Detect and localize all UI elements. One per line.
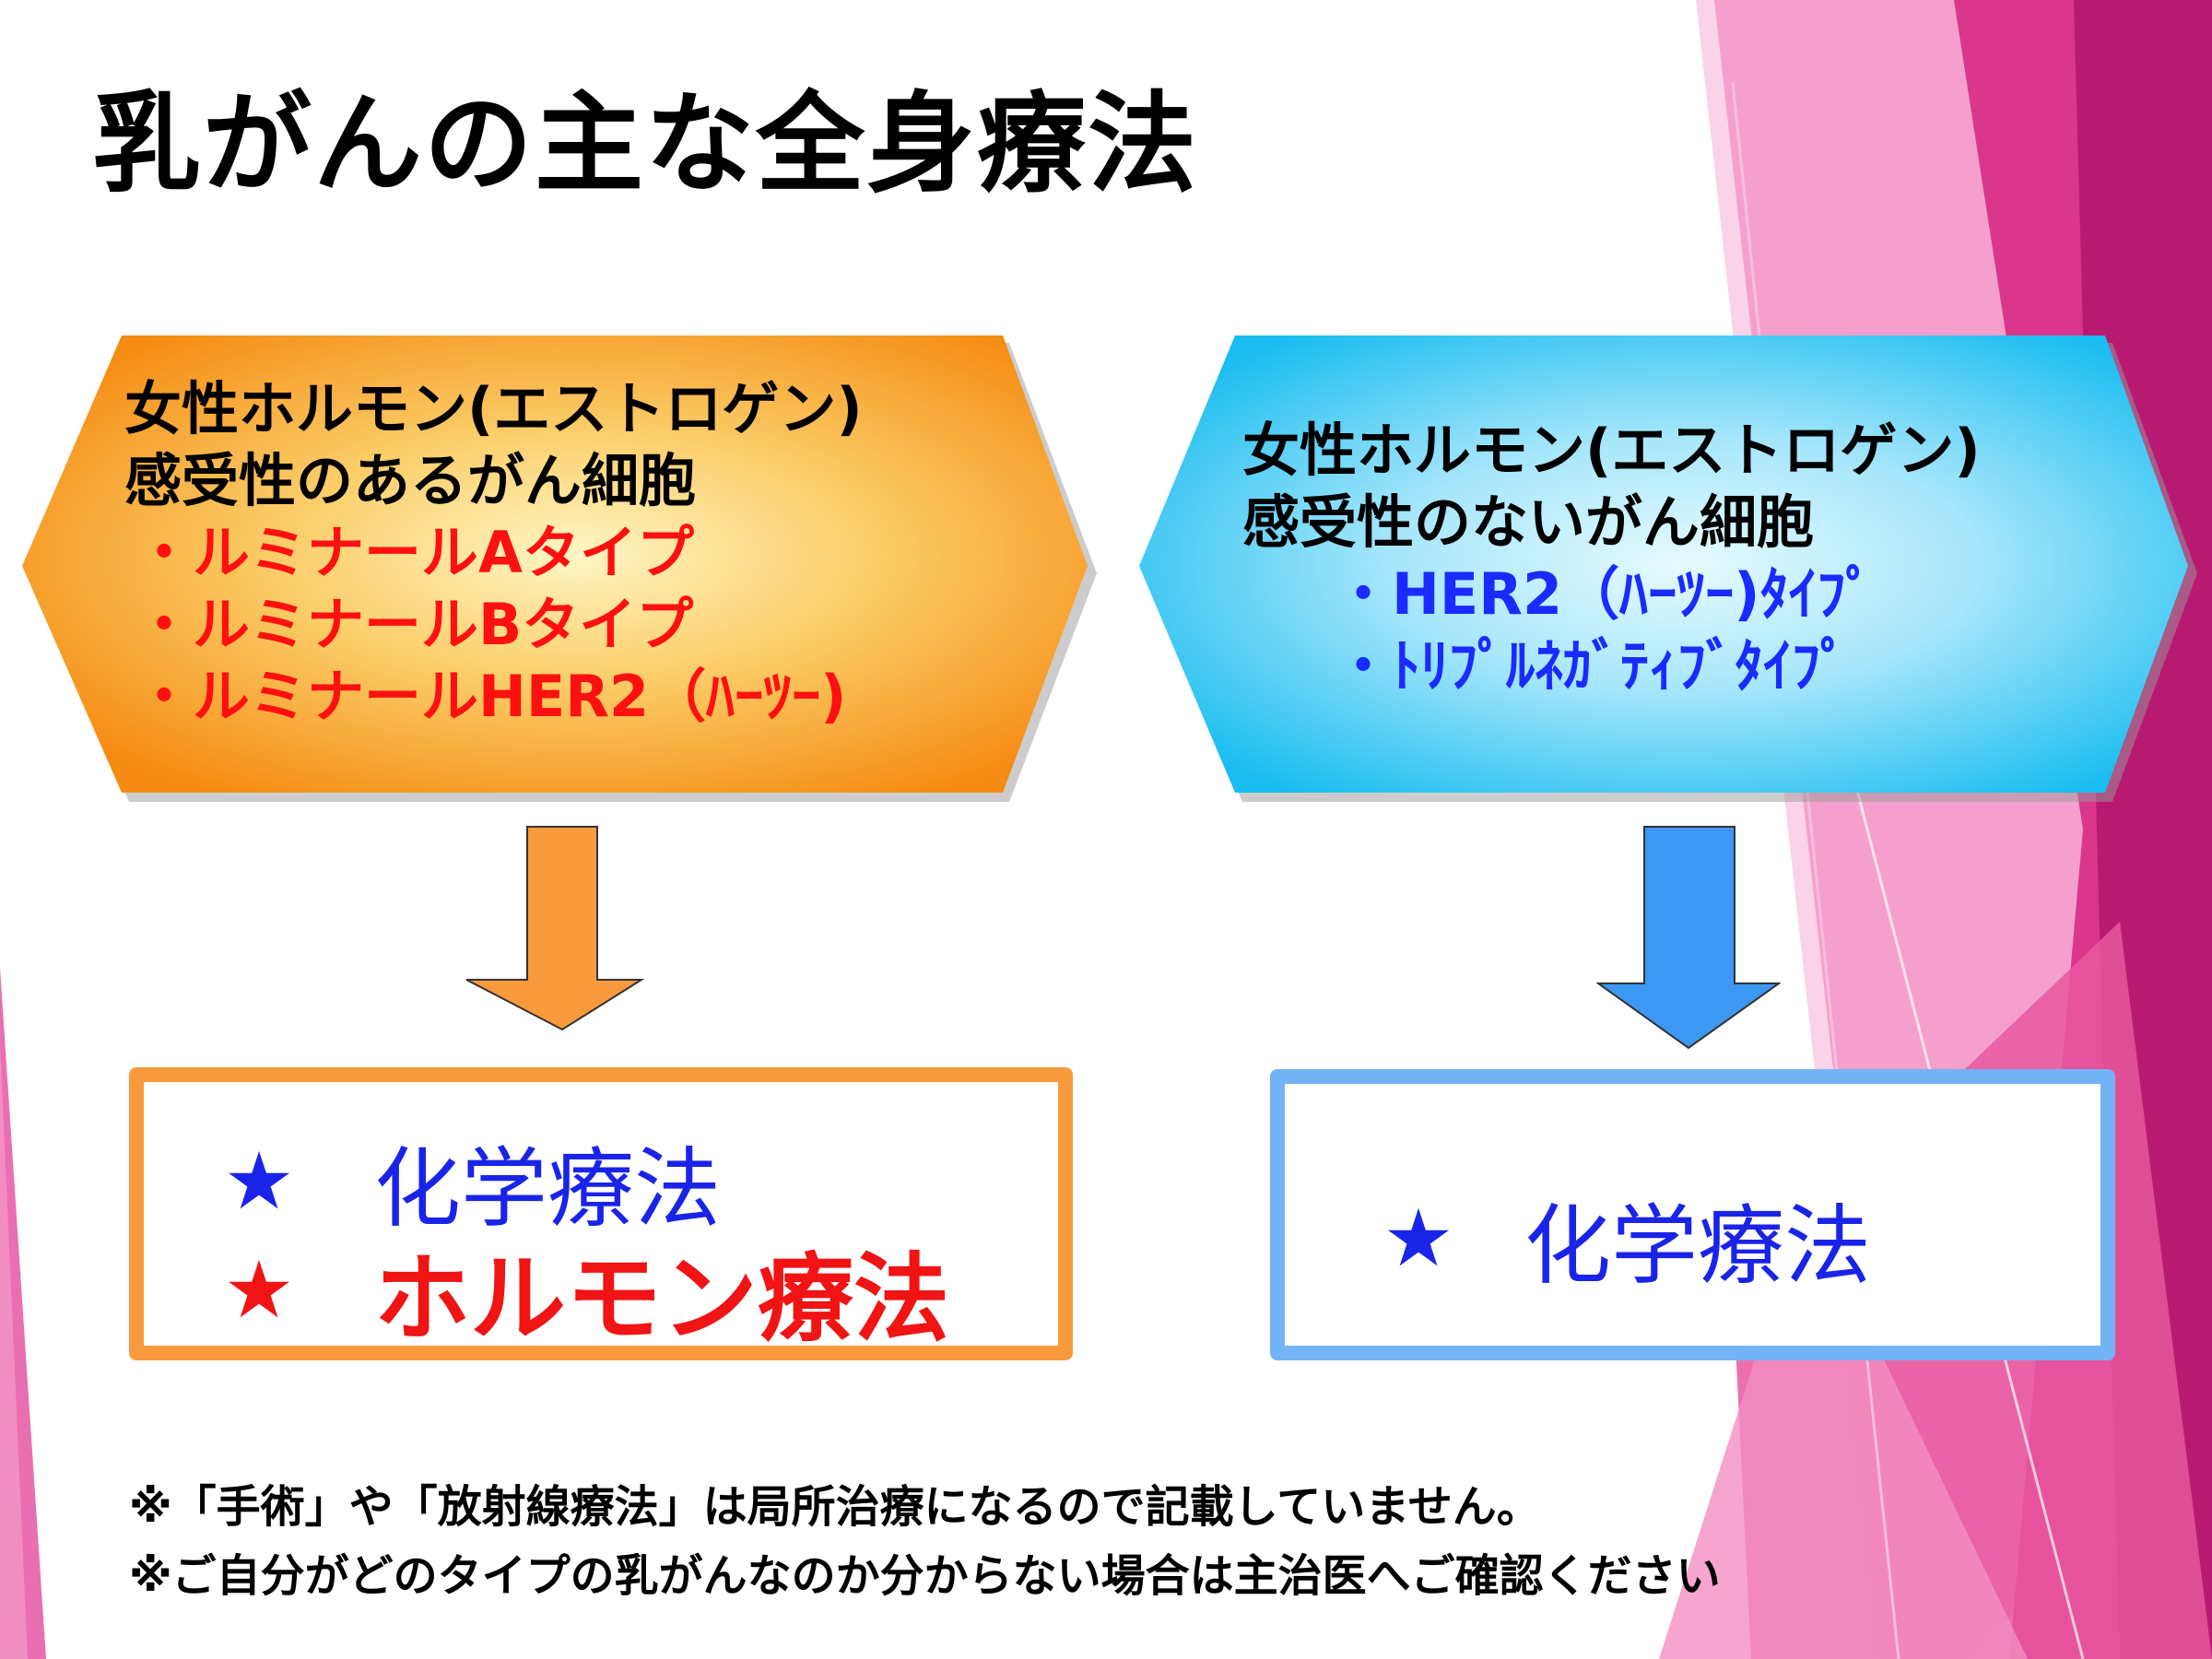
red-star-icon: ★ bbox=[223, 1243, 295, 1336]
estrogen-insensitive-panel bbox=[1135, 332, 2205, 811]
subtype-triple-negative: ・ﾄﾘﾌﾟﾙﾈｶﾞﾃｨﾌﾞﾀｲﾌﾟ bbox=[1335, 632, 1850, 700]
treatment-chemotherapy: 化学療法 bbox=[1524, 1196, 1872, 1297]
treatment-box-sensitive: ★ 化学療法 ★ ホルモン療法 bbox=[129, 1067, 1073, 1360]
panel-heading-line1: 女性ホルモン(エストロゲン) bbox=[1242, 417, 1981, 484]
treatment-row-chemotherapy: ★ 化学療法 bbox=[171, 1119, 721, 1244]
estrogen-sensitive-text: 女性ホルモン(エストロゲン) 感受性のあるがん細胞 ・ルミナールAタイプ ・ルミ… bbox=[124, 373, 863, 733]
subtype-her2: ・HER2（ﾊｰﾂｰ)ﾀｲﾌﾟ bbox=[1335, 560, 1875, 628]
treatment-chemotherapy: 化学療法 bbox=[374, 1139, 722, 1240]
treatment-hormone-therapy: ホルモン療法 bbox=[374, 1242, 950, 1355]
treatment-row-chemotherapy: ★ 化学療法 bbox=[1349, 1176, 1871, 1301]
blue-star-icon: ★ bbox=[1382, 1193, 1454, 1285]
note-local-treatment: ※「手術」や「放射線療法」は局所治療になるので記載していません。 bbox=[129, 1481, 1541, 1533]
estrogen-sensitive-panel bbox=[18, 332, 1106, 811]
panel-heading-line1: 女性ホルモン(エストロゲン) bbox=[124, 375, 863, 442]
subtype-luminal-a: ・ルミナールAタイプ bbox=[135, 519, 694, 586]
note-confirm-with-doctor: ※ご自分がどのタイプの乳がんなのか分からない場合は主治医へご確認ください bbox=[129, 1550, 1721, 1602]
blue-star-icon: ★ bbox=[223, 1135, 295, 1228]
down-arrow-blue bbox=[1596, 826, 1781, 1050]
panel-heading-line2: 感受性のないがん細胞 bbox=[1242, 488, 1815, 556]
treatment-row-hormone: ★ ホルモン療法 bbox=[171, 1220, 949, 1359]
down-arrow-orange bbox=[465, 826, 645, 1031]
subtype-luminal-b: ・ルミナールBタイプ bbox=[135, 591, 694, 658]
panel-heading-line2: 感受性のあるがん細胞 bbox=[124, 447, 697, 514]
treatment-box-insensitive: ★ 化学療法 bbox=[1270, 1069, 2115, 1360]
estrogen-insensitive-text: 女性ホルモン(エストロゲン) 感受性のないがん細胞 ・HER2（ﾊｰﾂｰ)ﾀｲﾌ… bbox=[1242, 415, 1981, 702]
subtype-luminal-her2: ・ルミナールHER2（ﾊｰﾂｰ) bbox=[135, 663, 847, 730]
page-title: 乳がんの主な全身療法 bbox=[92, 80, 1199, 207]
